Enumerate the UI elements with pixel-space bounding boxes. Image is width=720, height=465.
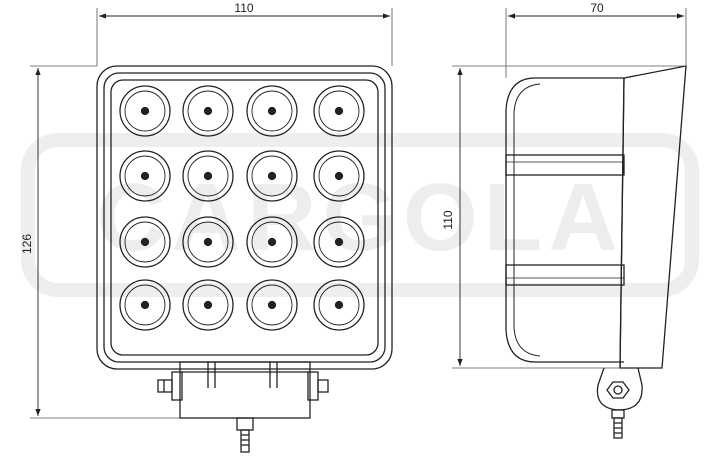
led-chip [203, 171, 213, 181]
front-view [96, 65, 393, 453]
side-hex-nut [606, 381, 630, 399]
led-chip [267, 106, 277, 116]
led-chip [203, 300, 213, 310]
side-front-bezel [619, 65, 687, 369]
front-width-dimension: 110 [96, 1, 393, 66]
led-reflector [313, 279, 365, 331]
led-chip [334, 106, 344, 116]
led-reflector-inner [251, 284, 293, 326]
led-reflector [246, 85, 298, 137]
led-reflector-inner [187, 284, 229, 326]
side-view [505, 65, 687, 439]
led-reflector [182, 85, 234, 137]
led-chip [203, 106, 213, 116]
led-reflector-inner [318, 155, 360, 197]
led-reflector-inner [251, 155, 293, 197]
led-reflector [182, 279, 234, 331]
watermark: CARGOLA [21, 133, 699, 297]
side-height-label: 110 [441, 210, 455, 229]
led-chip [267, 300, 277, 310]
led-chip [334, 300, 344, 310]
led-chip [267, 237, 277, 247]
led-reflector [313, 85, 365, 137]
front-lens [110, 79, 379, 356]
bracket-body [179, 361, 311, 419]
front-width-label: 110 [234, 1, 253, 15]
led-reflector [246, 279, 298, 331]
led-grid [119, 85, 365, 331]
side-band-top [505, 154, 625, 176]
led-reflector-inner [187, 90, 229, 132]
front-mount-bracket [157, 361, 329, 453]
side-depth-dimension: 70 [505, 1, 687, 78]
led-reflector-inner [187, 155, 229, 197]
led-reflector-inner [318, 284, 360, 326]
led-reflector-inner [251, 221, 293, 263]
led-chip [140, 171, 150, 181]
led-reflector [119, 216, 171, 268]
led-reflector-inner [124, 90, 166, 132]
led-reflector [313, 150, 365, 202]
led-reflector [313, 216, 365, 268]
led-reflector [119, 279, 171, 331]
led-reflector [246, 150, 298, 202]
led-chip [140, 106, 150, 116]
led-reflector-inner [124, 284, 166, 326]
bottom-nut [236, 417, 254, 431]
led-reflector-inner [251, 90, 293, 132]
front-height-label: 126 [20, 234, 34, 254]
led-chip [140, 237, 150, 247]
side-bracket-lug [596, 367, 643, 411]
side-depth-label: 70 [590, 1, 604, 15]
led-reflector [119, 85, 171, 137]
side-height-dimension: 110 [441, 65, 686, 369]
led-reflector-inner [318, 90, 360, 132]
led-chip [203, 237, 213, 247]
led-chip [334, 237, 344, 247]
led-reflector-inner [187, 221, 229, 263]
front-housing-outer [96, 65, 393, 370]
led-reflector [182, 216, 234, 268]
led-chip [267, 171, 277, 181]
front-height-dimension: 126 [20, 65, 180, 419]
led-reflector [182, 150, 234, 202]
led-reflector [119, 150, 171, 202]
led-reflector-inner [124, 221, 166, 263]
led-reflector-inner [318, 221, 360, 263]
bottom-bolt [240, 429, 250, 453]
side-band-bottom [505, 264, 625, 286]
side-rear-body [505, 77, 624, 363]
led-reflector-inner [124, 155, 166, 197]
led-reflector [246, 216, 298, 268]
led-chip [334, 171, 344, 181]
led-chip [140, 300, 150, 310]
